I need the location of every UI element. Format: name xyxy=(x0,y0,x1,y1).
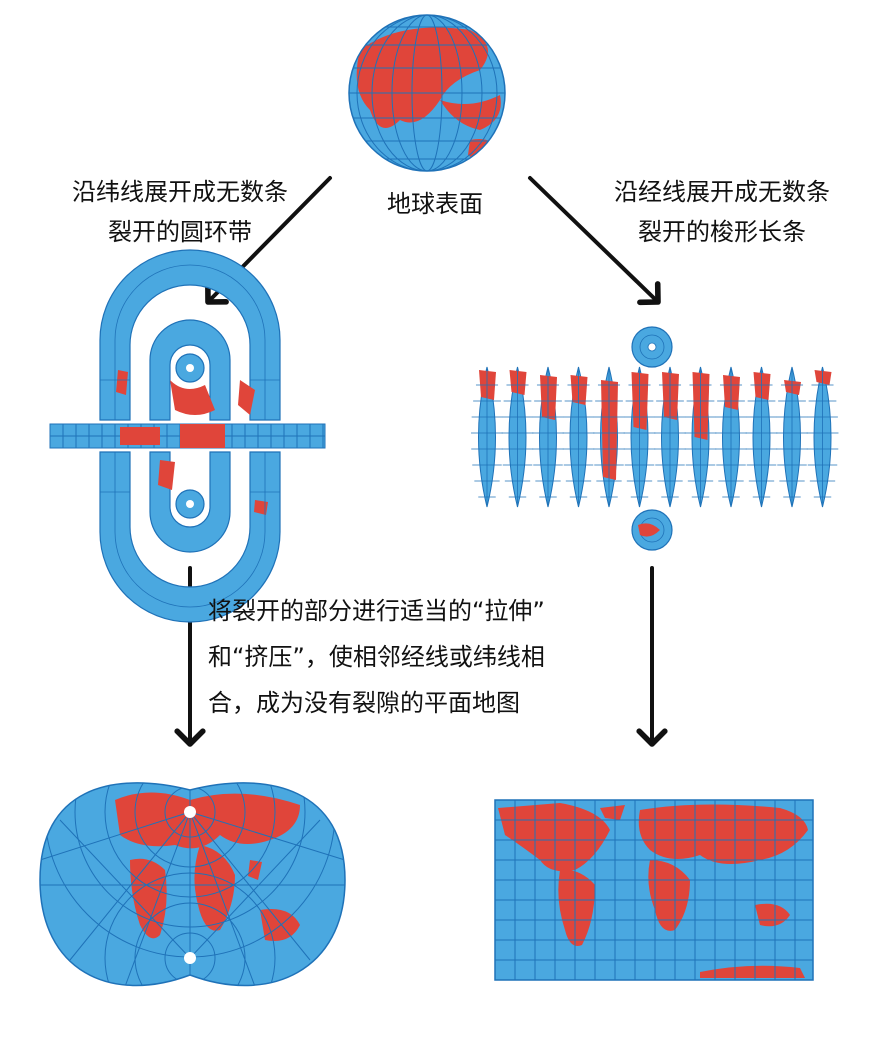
longitude-split-line1: 沿经线展开成无数条 xyxy=(614,178,830,206)
stretch-compress-line1: 将裂开的部分进行适当的“拉伸” xyxy=(208,597,545,625)
stretch-compress-line2: 和“挤压”，使相邻经线或纬线相 xyxy=(208,643,545,671)
longitude-split-line2: 裂开的梭形长条 xyxy=(638,218,806,246)
gores-map xyxy=(471,326,839,551)
stretch-compress-label: 将裂开的部分进行适当的“拉伸” 和“挤压”，使相邻经线或纬线相 合，成为没有裂隙… xyxy=(208,588,668,726)
longitude-split-label: 沿经线展开成无数条 裂开的梭形长条 xyxy=(582,172,862,252)
rectangular-world-map xyxy=(494,799,814,981)
globe xyxy=(348,14,506,172)
arrow-globe-to-right xyxy=(528,176,661,306)
latitude-split-label: 沿纬线展开成无数条 裂开的圆环带 xyxy=(30,172,330,252)
polar-cordiform-map xyxy=(39,782,346,987)
ring-bands-map xyxy=(49,249,326,623)
globe-label: 地球表面 xyxy=(387,190,483,218)
stretch-compress-line3: 合，成为没有裂隙的平面地图 xyxy=(208,689,520,717)
latitude-split-line1: 沿纬线展开成无数条 xyxy=(72,178,288,206)
latitude-split-line2: 裂开的圆环带 xyxy=(108,218,252,246)
